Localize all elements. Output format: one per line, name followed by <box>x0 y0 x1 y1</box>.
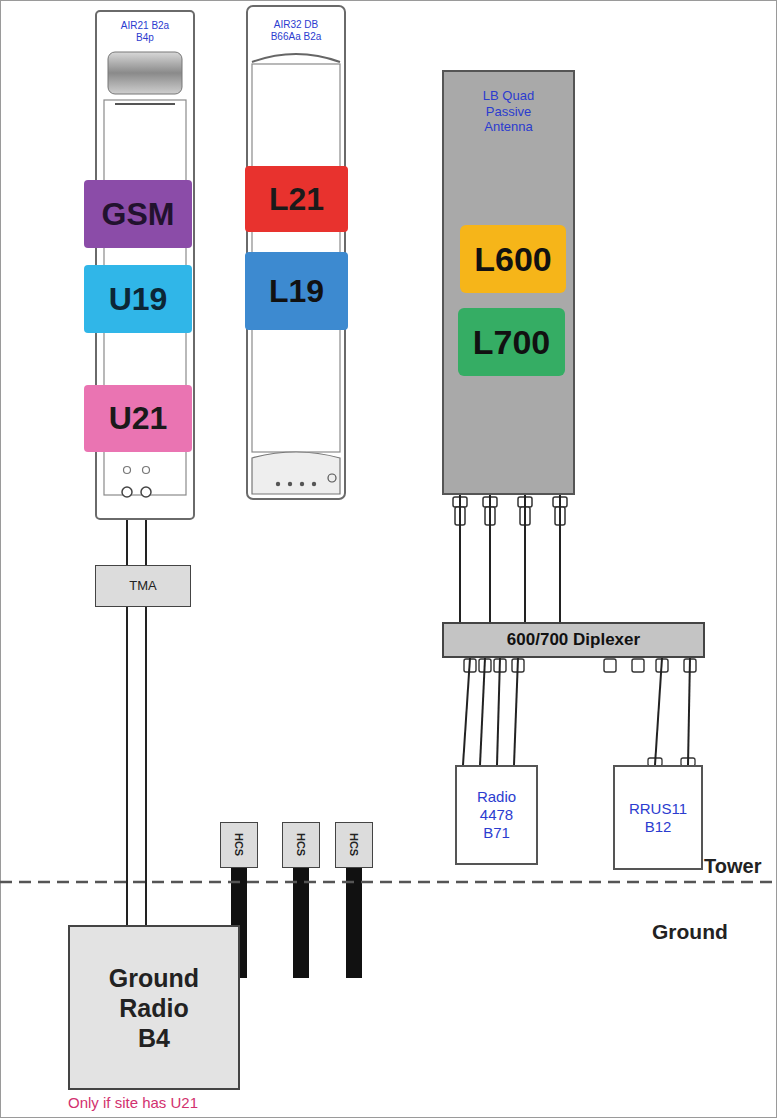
cable-line <box>514 658 518 765</box>
node-text: LB Quad Passive Antenna <box>478 88 540 135</box>
node-text: Ground Radio B4 <box>107 963 202 1053</box>
port <box>300 482 304 486</box>
node-text: GSM <box>102 195 175 233</box>
antenna-cap <box>252 452 340 494</box>
hcs-box: HCS <box>220 822 258 868</box>
cable-line <box>145 520 147 565</box>
antenna-cap <box>108 52 182 94</box>
band: L21 <box>245 166 348 232</box>
node-text: TMA <box>129 578 156 594</box>
node-text: 600/700 Diplexer <box>507 630 640 650</box>
cable-line <box>655 658 662 765</box>
cable-line <box>459 495 461 622</box>
node-text: U21 <box>109 399 168 437</box>
tma-box: TMA <box>95 565 191 607</box>
port <box>312 482 316 486</box>
cable-line <box>480 658 485 765</box>
port <box>288 482 292 486</box>
band: L600 <box>460 225 566 293</box>
ground-radio-box: Ground Radio B4 <box>68 925 240 1090</box>
radio-box: Radio 4478 B71 <box>455 765 538 865</box>
tower-ground-divider <box>0 881 777 884</box>
connectors <box>453 497 567 525</box>
cable-line <box>524 495 526 622</box>
node-text: Radio 4478 B71 <box>472 788 522 842</box>
antenna-slot <box>115 103 175 105</box>
port <box>124 467 131 474</box>
antenna: AIR21 B2a B4pGSM U19U21 <box>95 10 195 520</box>
antenna-cap <box>252 54 340 62</box>
band: L700 <box>458 308 565 376</box>
hcs-box: HCS <box>335 822 373 868</box>
cable-line <box>497 658 500 765</box>
zone-label: Ground <box>652 920 728 944</box>
node-text: L19 <box>269 272 324 310</box>
cable-line <box>489 495 491 622</box>
cable-line <box>688 658 690 765</box>
radio-box: RRUS11 B12 <box>613 765 703 870</box>
hcs-box: HCS <box>282 822 320 868</box>
node-text: HCS <box>232 833 245 856</box>
node-text: L21 <box>269 180 324 218</box>
cable-line <box>126 520 128 565</box>
band: GSM <box>84 180 192 248</box>
node-text: AIR32 DB B66Aa B2a <box>267 19 325 43</box>
band: U19 <box>84 265 192 333</box>
band: L19 <box>245 252 348 330</box>
node-text: RRUS11 B12 <box>625 800 691 836</box>
note: Only if site has U21 <box>68 1094 198 1111</box>
node-text: L600 <box>474 239 552 280</box>
port <box>122 487 132 497</box>
hcs-cable <box>346 868 362 978</box>
band: U21 <box>84 385 192 452</box>
cable-line <box>559 495 561 622</box>
antenna: AIR32 DB B66Aa B2aL21L19 <box>246 5 346 500</box>
port <box>141 487 151 497</box>
port <box>328 474 336 482</box>
hcs-cable <box>293 868 309 978</box>
cable-line <box>126 607 128 925</box>
node-text: U19 <box>109 280 168 318</box>
node-text: AIR21 B2a B4p <box>114 20 176 44</box>
cable-line <box>463 658 470 765</box>
node-text: HCS <box>294 833 307 856</box>
node-text: L700 <box>473 322 551 363</box>
port <box>276 482 280 486</box>
cable-line <box>145 607 147 925</box>
zone-label: Tower <box>704 855 761 878</box>
passive-antenna: LB Quad Passive AntennaL600L700 <box>442 70 575 495</box>
port <box>143 467 150 474</box>
node-text: HCS <box>347 833 360 856</box>
diplexer-box: 600/700 Diplexer <box>442 622 705 658</box>
